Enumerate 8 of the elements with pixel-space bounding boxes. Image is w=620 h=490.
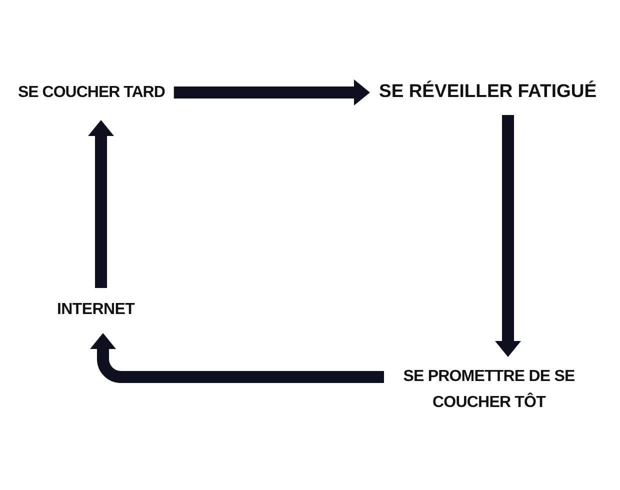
arrow: [88, 120, 114, 288]
step-label: SE COUCHER TARD: [18, 83, 165, 102]
step-label: SE PROMETTRE DE SE COUCHER TÔT: [402, 367, 576, 413]
arrow: [90, 333, 384, 383]
step-label: INTERNET: [57, 300, 135, 319]
step-label: SE RÉVEILLER FATIGUÉ: [379, 80, 597, 102]
arrow: [174, 80, 370, 106]
arrow: [495, 115, 521, 357]
